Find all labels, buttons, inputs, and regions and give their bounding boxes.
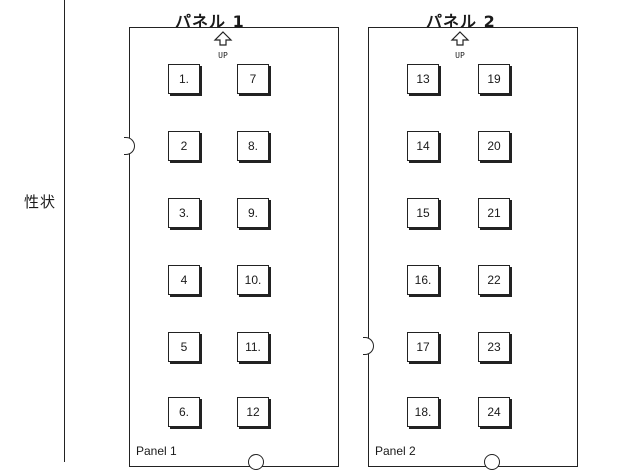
well-cell: 12	[237, 397, 269, 427]
up-arrow-label: UP	[455, 51, 465, 60]
well-cell: 23	[478, 332, 510, 362]
well-cell: 5	[168, 332, 200, 362]
panel-2-title: パネル 2	[426, 12, 496, 31]
panel-1: UP 1. 7 2 8. 3. 9. 4 10. 5 11. 6. 12 Pan…	[124, 27, 339, 470]
well-cell: 21	[478, 198, 510, 228]
panel-2-label: Panel 2	[375, 444, 416, 458]
well-cell: 22	[478, 265, 510, 295]
side-label: 性状	[24, 193, 57, 211]
well-cell: 19	[478, 64, 510, 94]
well-cell: 7	[237, 64, 269, 94]
well-cell: 1.	[168, 64, 200, 94]
well-cell: 2	[168, 131, 200, 161]
well-cell: 18.	[407, 397, 439, 427]
well-cell: 4	[168, 265, 200, 295]
well-cell: 14	[407, 131, 439, 161]
panel-1-title: パネル 1	[175, 12, 245, 31]
well-cell: 8.	[237, 131, 269, 161]
up-arrow-icon: UP	[213, 31, 233, 60]
panel-hole	[248, 454, 264, 470]
panel-notch	[124, 137, 135, 155]
well-cell: 13	[407, 64, 439, 94]
well-cell: 17	[407, 332, 439, 362]
well-cell: 16.	[407, 265, 439, 295]
panel-1-label: Panel 1	[136, 444, 177, 458]
up-arrow-icon: UP	[450, 31, 470, 60]
well-cell: 15	[407, 198, 439, 228]
well-cell: 11.	[237, 332, 269, 362]
divider-line	[64, 0, 65, 462]
well-cell: 9.	[237, 198, 269, 228]
panel-notch	[363, 337, 374, 355]
well-cell: 20	[478, 131, 510, 161]
well-cell: 10.	[237, 265, 269, 295]
up-arrow-label: UP	[218, 51, 228, 60]
well-cell: 24	[478, 397, 510, 427]
panel-hole	[484, 454, 500, 470]
well-cell: 3.	[168, 198, 200, 228]
panel-2: UP 13 19 14 20 15 21 16. 22 17 23 18. 24…	[363, 27, 578, 470]
well-cell: 6.	[168, 397, 200, 427]
